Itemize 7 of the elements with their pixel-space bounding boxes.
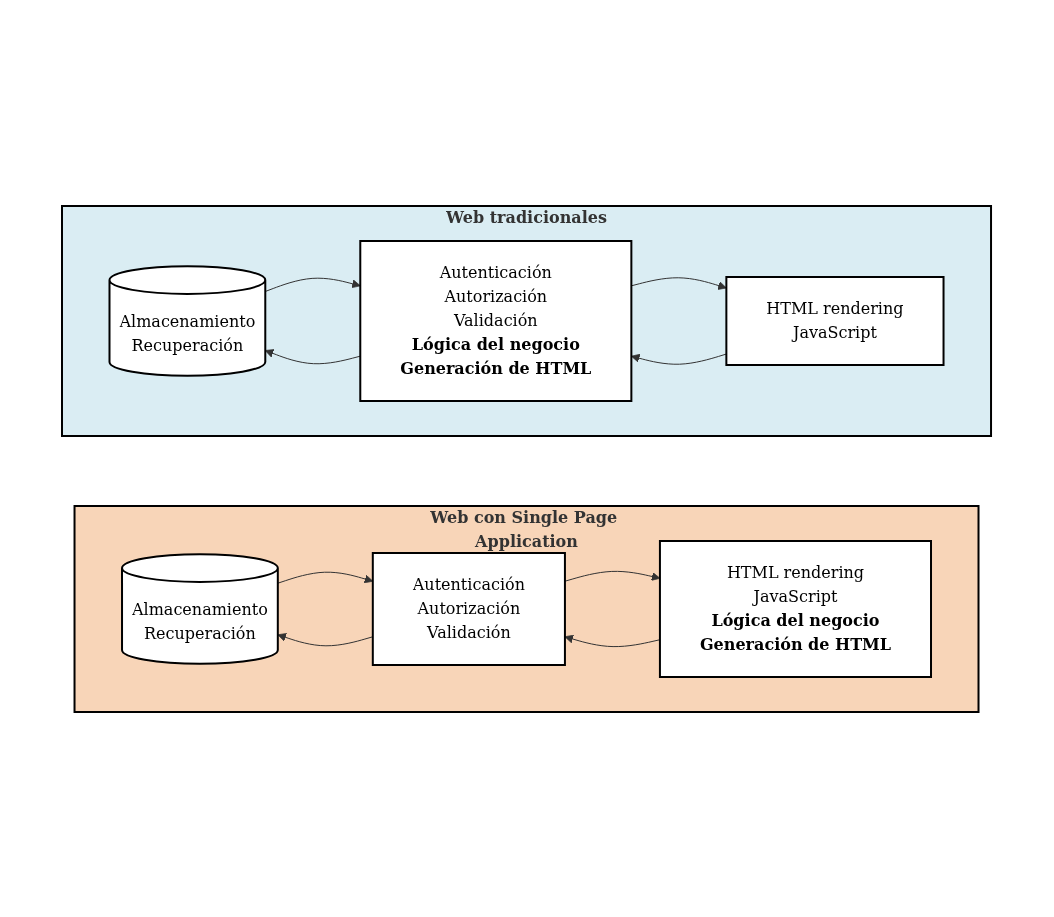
node-box: HTML rendering JavaScript Lógica del negocio Generación de HTML bbox=[659, 539, 933, 678]
arrow bbox=[565, 634, 661, 647]
arrow bbox=[277, 571, 374, 584]
node-box: Autenticación Autorización Validación Lógica del negocio Generación de HTML bbox=[359, 239, 633, 402]
node-box: HTML rendering JavaScript bbox=[725, 275, 945, 366]
arrow bbox=[277, 632, 374, 646]
node-box: Autenticación Autorización Validación bbox=[372, 551, 567, 666]
